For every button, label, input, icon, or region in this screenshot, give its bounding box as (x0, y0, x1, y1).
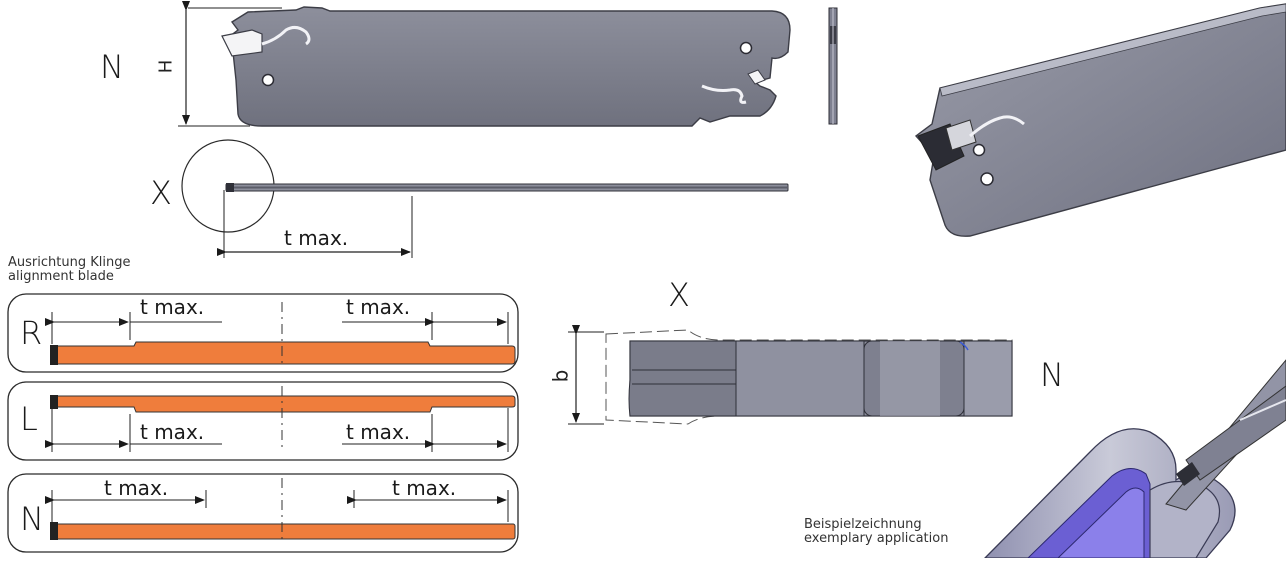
example-application (983, 359, 1286, 559)
blade-end-view (828, 7, 838, 125)
variant-label-r: R (20, 314, 43, 352)
hole (739, 41, 753, 55)
dim-label-b: b (548, 369, 573, 383)
alignment-variant-L (7, 381, 519, 461)
t-max-label-top: t max. (284, 226, 349, 250)
view-label-n-top: N (100, 48, 124, 86)
slot-right (701, 84, 747, 104)
example-title-en: exemplary application (804, 531, 949, 546)
alignment-title-de: Ausrichtung Klinge (8, 255, 131, 270)
blade-3d-view (914, 3, 1286, 237)
alignment-variant-N (7, 473, 519, 553)
alignment-title-en: alignment blade (8, 269, 114, 284)
t-max-label-r2: t max. (346, 295, 411, 319)
hole (261, 73, 275, 87)
example-title-de: Beispielzeichnung (804, 517, 922, 532)
alignment-variant-R (7, 293, 519, 373)
detail-x-title: X (668, 276, 690, 314)
slot-left (261, 25, 311, 46)
insert (221, 29, 263, 57)
t-max-label-n2: t max. (392, 476, 457, 500)
t-max-label-l2: t max. (346, 420, 411, 444)
variant-label-n: N (20, 500, 44, 538)
t-max-label-l1: t max. (140, 420, 205, 444)
blade-top-view (181, 139, 789, 258)
t-max-label-n1: t max. (104, 476, 169, 500)
blade-side-view (178, 1, 791, 127)
detail-label-n: N (1040, 356, 1064, 394)
t-max-label-r1: t max. (140, 295, 205, 319)
detail-label-x: X (150, 174, 172, 212)
dim-label-h: H (155, 59, 177, 74)
variant-label-l: L (20, 400, 38, 438)
blade-body (229, 6, 791, 127)
detail-x-view (568, 325, 1013, 425)
insert-pocket (747, 69, 766, 85)
